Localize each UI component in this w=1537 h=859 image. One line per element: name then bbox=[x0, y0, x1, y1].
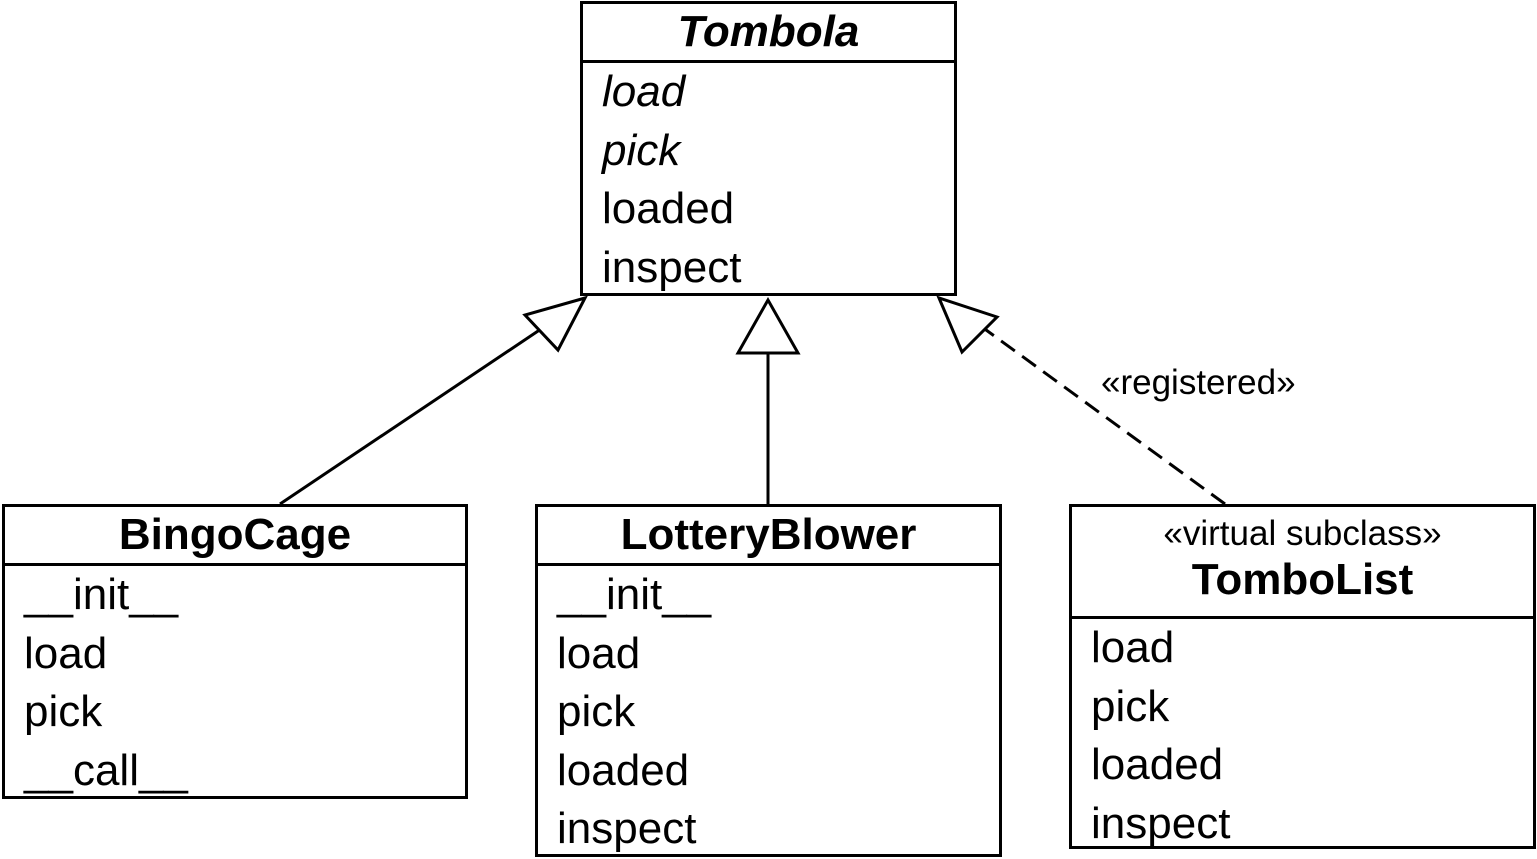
method: __init__ bbox=[557, 570, 712, 619]
edge-bingocage-to-tombola bbox=[279, 325, 545, 506]
method: pick bbox=[24, 687, 103, 736]
stereotype-label: «virtual subclass» bbox=[1163, 514, 1442, 553]
edge-tombolist-to-tombola bbox=[981, 325, 1226, 506]
member-list: __init__ load pick loaded inspect bbox=[538, 566, 999, 859]
class-bingocage: BingoCage __init__ load pick __call__ bbox=[2, 504, 468, 799]
abstract-method: load bbox=[602, 67, 686, 116]
member-list: load pick loaded inspect bbox=[583, 63, 954, 297]
member-list: __init__ load pick __call__ bbox=[5, 566, 465, 800]
method: inspect bbox=[1091, 798, 1231, 848]
class-name: TomboList bbox=[1191, 555, 1414, 604]
method: loaded bbox=[557, 745, 690, 795]
method: inspect bbox=[557, 804, 697, 853]
member-list: load pick loaded inspect bbox=[1072, 619, 1533, 853]
class-tombola: Tombola load pick loaded inspect bbox=[580, 1, 957, 296]
method: pick bbox=[1091, 681, 1170, 731]
class-lotteryblower: LotteryBlower __init__ load pick loaded … bbox=[535, 504, 1002, 857]
method: load bbox=[24, 628, 108, 678]
method: __call__ bbox=[24, 745, 188, 795]
method: load bbox=[1091, 623, 1175, 672]
class-header: «virtual subclass» TomboList bbox=[1072, 507, 1533, 619]
abstract-method: pick bbox=[602, 125, 681, 175]
method: loaded bbox=[602, 184, 735, 233]
inheritance-arrowhead-icon bbox=[522, 295, 588, 353]
registered-label: «registered» bbox=[1101, 363, 1296, 402]
class-name: BingoCage bbox=[5, 507, 465, 566]
class-name: LotteryBlower bbox=[538, 507, 999, 566]
method: inspect bbox=[602, 242, 742, 292]
method: load bbox=[557, 628, 641, 678]
method: loaded bbox=[1091, 740, 1224, 789]
inheritance-arrowhead-icon bbox=[936, 295, 1000, 355]
class-name: Tombola bbox=[583, 4, 954, 63]
method: pick bbox=[557, 687, 636, 736]
inheritance-arrowhead-icon bbox=[735, 296, 801, 355]
class-tombolist: «virtual subclass» TomboList load pick l… bbox=[1069, 504, 1536, 849]
method: __init__ bbox=[24, 570, 179, 619]
